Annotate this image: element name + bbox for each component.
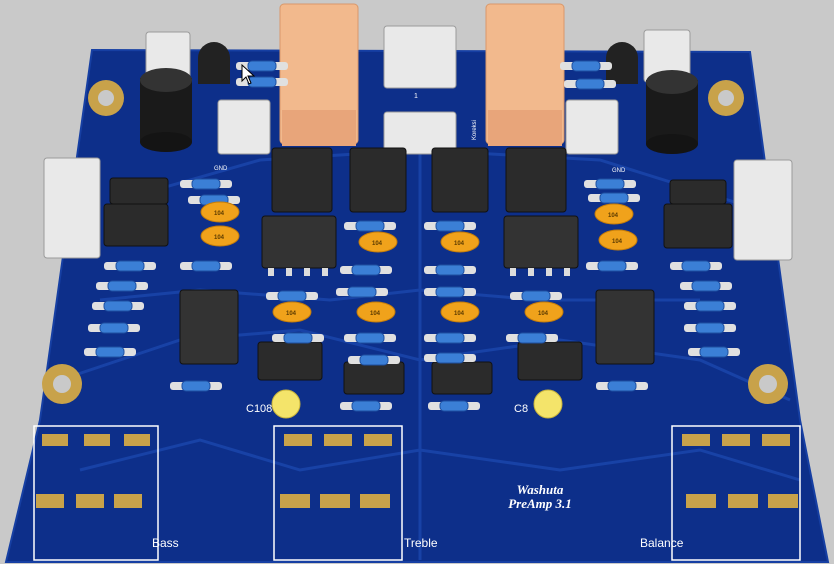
resistor — [680, 280, 732, 292]
ceramic-capacitor: 104 — [272, 301, 312, 323]
resistor — [344, 220, 396, 232]
ceramic-capacitor: 104 — [524, 301, 564, 323]
resistor — [340, 400, 392, 412]
capacitor-marking: 104 — [214, 235, 225, 241]
cap-label-c8: C8 — [514, 403, 528, 415]
ceramic-capacitor: 104 — [358, 231, 398, 253]
resistor — [586, 260, 638, 272]
resistor — [510, 290, 562, 302]
pot-label-bass: Bass — [152, 536, 179, 550]
resistor — [596, 380, 648, 392]
resistor — [170, 380, 222, 392]
capacitor-marking: 104 — [454, 241, 465, 247]
mouse-cursor-icon — [241, 64, 256, 85]
capacitor-marking: 104 — [454, 311, 465, 317]
resistor — [428, 400, 480, 412]
cap-label-c108: C108 — [246, 403, 272, 415]
pot-label-treble: Treble — [404, 536, 438, 550]
resistor — [506, 332, 558, 344]
resistor — [588, 192, 640, 204]
potentiometer-footprints — [33, 425, 801, 561]
resistor — [272, 332, 324, 344]
ceramic-capacitor: 104 — [200, 225, 240, 247]
opamp-ics — [179, 215, 655, 365]
resistor — [564, 78, 616, 90]
relays — [279, 3, 565, 146]
ceramic-capacitor: 104 — [594, 203, 634, 225]
resistor — [670, 260, 722, 272]
resistor — [424, 220, 476, 232]
resistor — [336, 286, 388, 298]
pcb-board — [4, 48, 830, 563]
mounting-holes — [42, 80, 788, 404]
center-connector-label: 1 — [414, 93, 418, 100]
pot-label-balance: Balance — [640, 536, 684, 550]
resistor — [424, 286, 476, 298]
resistor — [180, 178, 232, 190]
ceramic-capacitor: 104 — [356, 301, 396, 323]
resistor — [266, 290, 318, 302]
resistors — [84, 60, 740, 412]
electrolytic-capacitors — [140, 68, 698, 154]
capacitor-marking: 104 — [612, 239, 623, 245]
resistor — [688, 346, 740, 358]
gnd-label-left: GND — [214, 166, 228, 172]
resistor — [96, 280, 148, 292]
resistor — [424, 264, 476, 276]
capacitor-marking: 104 — [370, 311, 381, 317]
ic-pins — [268, 268, 570, 276]
ceramic-capacitor: 104 — [440, 231, 480, 253]
resistor — [424, 332, 476, 344]
resistor — [340, 264, 392, 276]
resistor — [180, 260, 232, 272]
capacitor-marking: 104 — [372, 241, 383, 247]
resistor — [684, 322, 736, 334]
capacitor-marking: 104 — [608, 213, 619, 219]
resistor — [424, 352, 476, 364]
yellow-capacitors — [271, 389, 563, 419]
resistor — [584, 178, 636, 190]
resistor — [684, 300, 736, 312]
ceramic-capacitor: 104 — [200, 201, 240, 223]
gnd-label-right: GND — [612, 168, 626, 174]
resistor — [104, 260, 156, 272]
board-subtitle: PreAmp 3.1 — [508, 496, 572, 511]
resistor — [92, 300, 144, 312]
resistor — [88, 322, 140, 334]
black-blocks — [103, 147, 733, 395]
capacitor-marking: 104 — [538, 311, 549, 317]
capacitor-marking: 104 — [214, 211, 225, 217]
vertical-silk-label: Koreksi — [472, 120, 478, 140]
ceramic-capacitors: 104 104 104 104 104 104 104 104 104 104 — [200, 201, 638, 323]
capacitor-marking: 104 — [286, 311, 297, 317]
transistors — [198, 42, 638, 84]
resistor — [236, 60, 288, 72]
white-connectors — [43, 25, 793, 261]
board-title: Washuta — [517, 482, 564, 497]
resistor — [560, 60, 612, 72]
resistor — [344, 332, 396, 344]
resistor — [84, 346, 136, 358]
ceramic-capacitor: 104 — [598, 229, 638, 251]
ceramic-capacitor: 104 — [440, 301, 480, 323]
potentiometer-pads — [36, 434, 798, 508]
resistor — [348, 354, 400, 366]
